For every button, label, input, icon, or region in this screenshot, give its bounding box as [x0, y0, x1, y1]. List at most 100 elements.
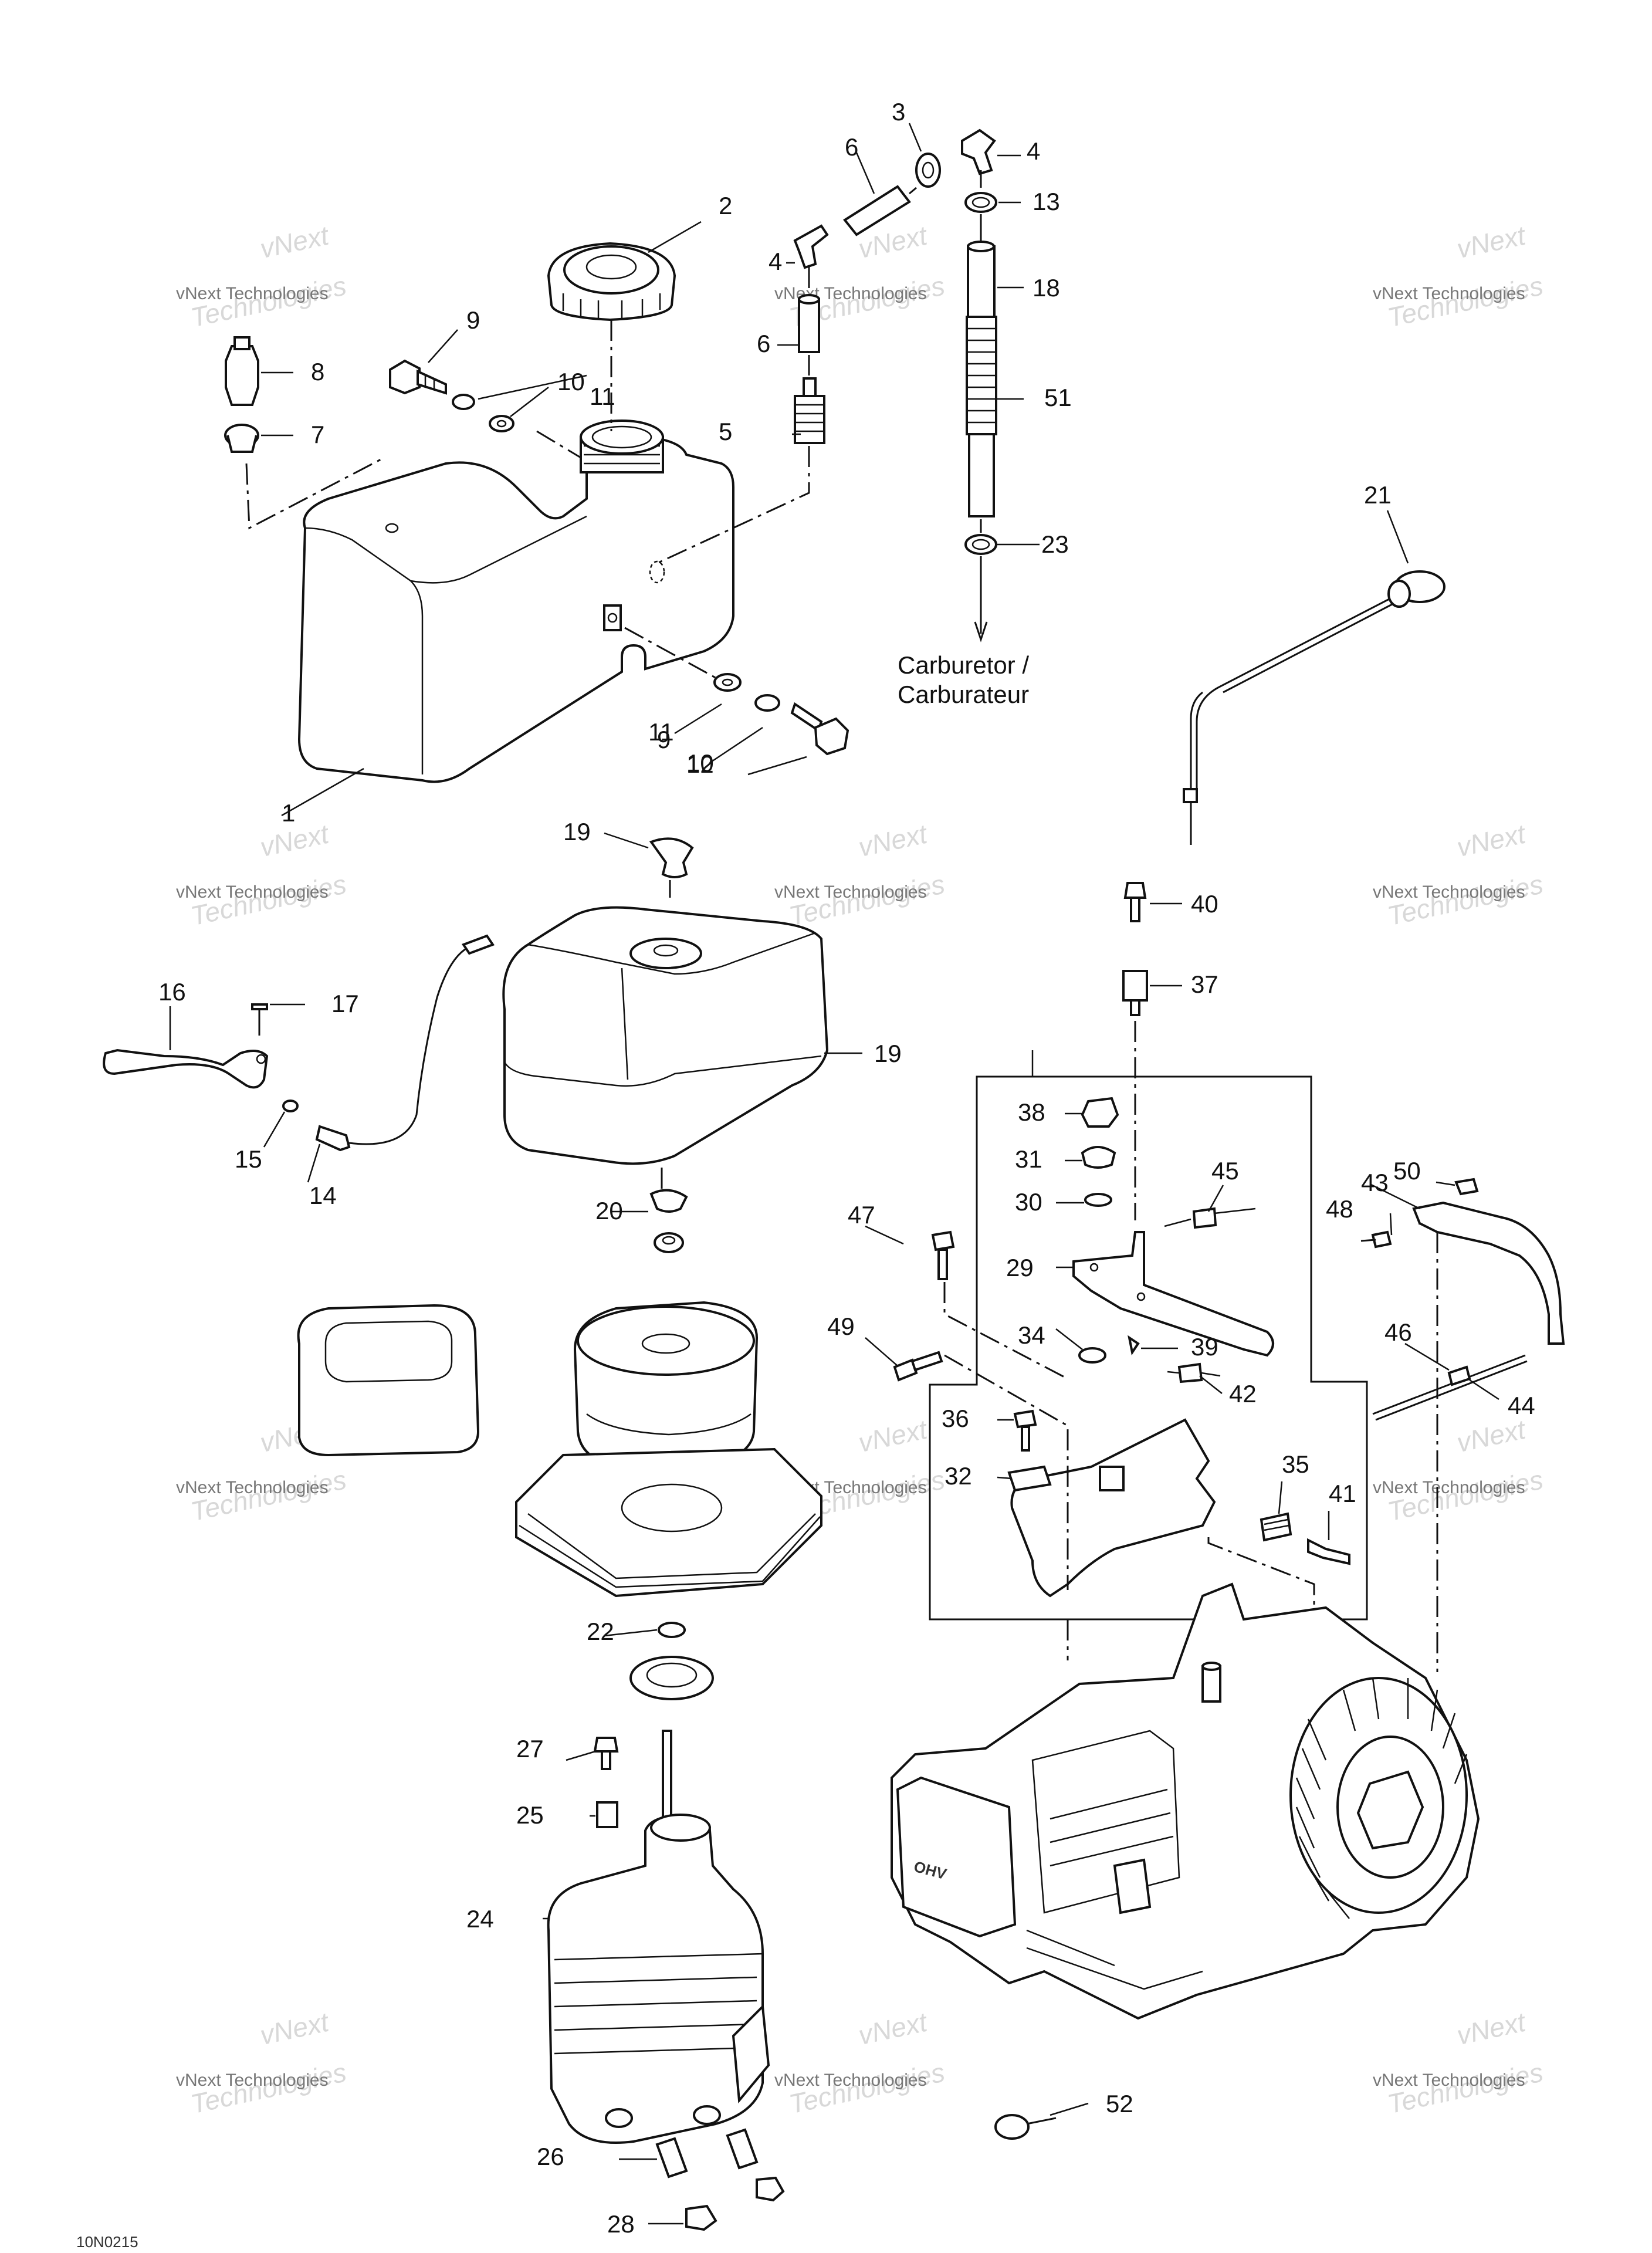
part-label-47: 47: [848, 1201, 875, 1229]
part-label-28: 28: [607, 2210, 635, 2238]
part-label-21: 21: [1364, 481, 1392, 509]
part-label-20: 20: [595, 1197, 623, 1224]
part-label-36: 36: [942, 1405, 969, 1432]
watermark-graphic: vNext: [1454, 818, 1529, 862]
part-label-41: 41: [1329, 1480, 1356, 1507]
part-label-44: 44: [1508, 1392, 1535, 1419]
part-label-38: 38: [1018, 1098, 1045, 1126]
part-label-49: 49: [827, 1312, 855, 1340]
part-label-29: 29: [1006, 1254, 1034, 1281]
watermark-text: vNext Technologies: [176, 1478, 329, 1497]
muffler: [547, 1730, 770, 2144]
vent-valve: [224, 336, 259, 453]
part-label-25: 25: [516, 1801, 544, 1829]
watermark-text: vNext Technologies: [176, 284, 329, 303]
part-label-39: 39: [1191, 1333, 1218, 1361]
part-label-9: 9: [466, 306, 480, 334]
throttle-control-linkage: [1360, 1178, 1565, 1421]
part-label-40: 40: [1191, 890, 1218, 918]
air-cleaner-cover: [502, 837, 829, 1165]
leader-lines: [169, 123, 1499, 2225]
part-label-1: 1: [282, 799, 295, 827]
governor-bolts: [893, 1230, 955, 1382]
part-label-17: 17: [331, 990, 359, 1017]
part-label-48: 48: [1326, 1195, 1353, 1223]
part-label-16: 16: [158, 978, 186, 1006]
part-label-37: 37: [1191, 970, 1218, 998]
watermark-text: vNext Technologies: [1373, 1478, 1525, 1497]
part-label-14: 14: [309, 1182, 337, 1209]
watermark-graphic: vNext: [1454, 1413, 1529, 1458]
bolts-washers: [389, 359, 849, 756]
part-label-50: 50: [1393, 1157, 1421, 1185]
watermark-graphic: vNext: [856, 2006, 931, 2051]
watermark-text: vNext Technologies: [774, 882, 927, 902]
watermark-text: vNext Technologies: [176, 882, 329, 902]
part-label-43: 43: [1361, 1169, 1389, 1196]
part-label-10: 10: [686, 749, 714, 777]
watermark-text: vNext Technologies: [774, 2071, 927, 2090]
muffler-fasteners: [593, 1737, 619, 1828]
watermark-graphic: vNext: [1454, 2006, 1529, 2051]
part-label-11: 11: [590, 383, 615, 410]
gasket: [629, 1656, 714, 1700]
watermark-text: vNext Technologies: [1373, 882, 1525, 902]
air-cleaner-base: [515, 1447, 822, 1598]
part-label-2: 2: [719, 192, 732, 219]
part-label-4: 4: [769, 248, 782, 275]
part-label-7: 7: [311, 421, 324, 448]
watermark-text: vNext Technologies: [176, 2071, 329, 2090]
part-label-12: 12: [686, 750, 714, 778]
governor-assembly: [1007, 882, 1350, 1598]
foam-pre-filter: [297, 1304, 480, 1457]
part-label-30: 30: [1015, 1188, 1042, 1216]
wing-nut-lower: [649, 1189, 688, 1253]
part-label-13: 13: [1032, 188, 1060, 215]
part-label-42: 42: [1229, 1380, 1257, 1408]
part-label-4: 4: [1027, 137, 1040, 165]
part-label-45: 45: [1211, 1157, 1239, 1185]
engine-block: OHV: [891, 1582, 1480, 2020]
watermark-graphic: vNext: [258, 219, 333, 264]
part-label-51: 51: [1044, 384, 1072, 411]
watermark-graphic: vNext: [856, 1413, 931, 1458]
part-label-22: 22: [587, 1618, 614, 1645]
part-label-34: 34: [1018, 1321, 1045, 1349]
part-label-46: 46: [1384, 1318, 1412, 1346]
figure-reference-code: 10N0215: [76, 2233, 138, 2251]
part-label-35: 35: [1282, 1450, 1309, 1478]
part-label-11: 11: [648, 718, 674, 746]
part-label-19: 19: [563, 818, 591, 845]
muffler-spacers-nuts: [655, 2128, 785, 2231]
watermark-graphic: vNext: [258, 2006, 333, 2051]
part-label-19: 19: [874, 1040, 902, 1067]
watermark-text: vNext Technologies: [1373, 284, 1525, 303]
part-label-52: 52: [1106, 2090, 1133, 2117]
watermark-graphic: vNext: [856, 818, 931, 862]
choke-cable: [1183, 570, 1446, 845]
part-label-6: 6: [757, 330, 770, 357]
carburetor-label-line2: Carburateur: [898, 681, 1029, 708]
fuel-line-fittings: [793, 128, 997, 555]
part-label-15: 15: [235, 1145, 262, 1173]
watermark-text: vNext Technologies: [1373, 2071, 1525, 2090]
watermark-text: vNext Technologies: [774, 284, 927, 303]
paper-filter-element: [573, 1301, 759, 1468]
fuel-tank: [297, 420, 734, 783]
governor-assembly-box: [929, 1075, 1368, 1621]
part-label-6: 6: [845, 133, 858, 161]
part-label-8: 8: [311, 358, 324, 385]
part-label-23: 23: [1041, 530, 1069, 558]
carburetor-label-line1: Carburetor /: [898, 651, 1029, 679]
part-label-27: 27: [516, 1735, 544, 1763]
part-label-31: 31: [1015, 1145, 1042, 1173]
throttle-lever-cable: [103, 934, 495, 1152]
cable-tie: [994, 2114, 1057, 2140]
part-label-10: 10: [557, 368, 585, 395]
part-label-9: 9: [657, 726, 671, 753]
watermark-graphic: vNext: [1454, 219, 1529, 264]
part-label-32: 32: [945, 1462, 972, 1490]
part-label-18: 18: [1032, 274, 1060, 302]
part-label-24: 24: [466, 1905, 494, 1933]
